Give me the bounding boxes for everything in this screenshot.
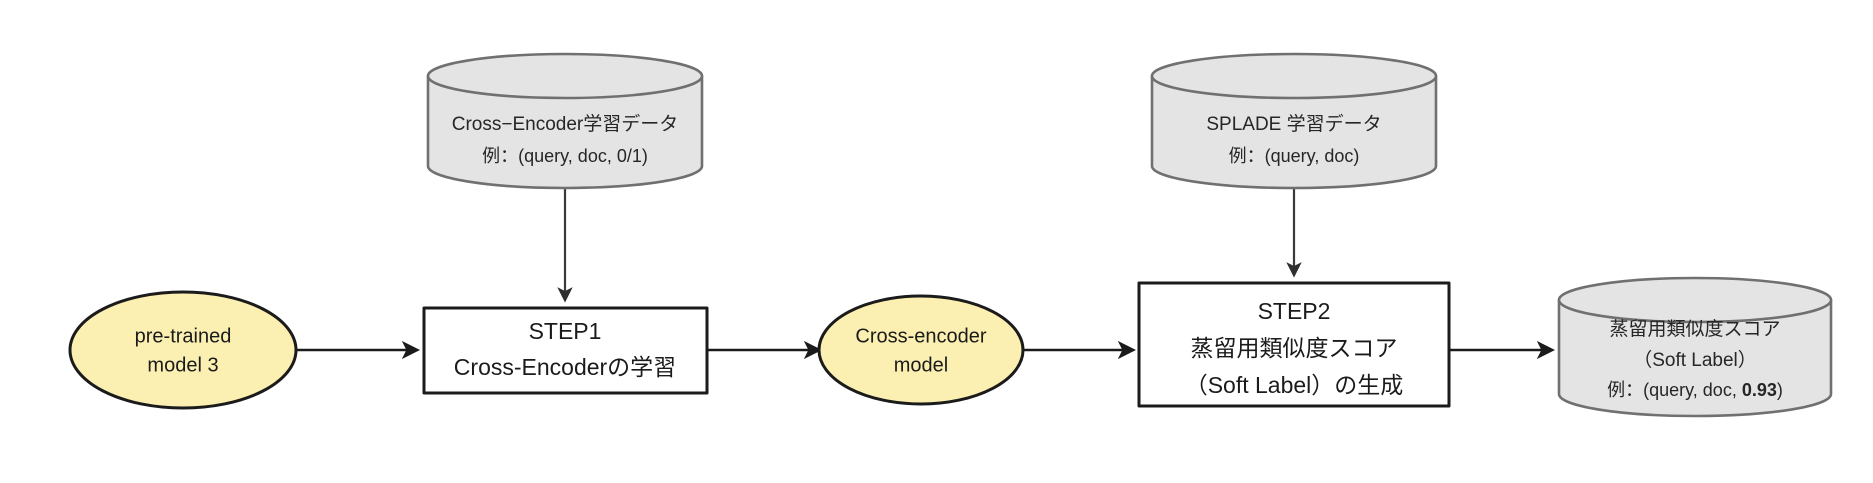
step1-box[interactable] (422, 306, 709, 395)
splade-data-label-line2: 例：(query, doc) (1229, 146, 1360, 166)
node-splade-training-data[interactable]: SPLADE 学習データ 例：(query, doc) (1150, 52, 1438, 190)
step2-box[interactable] (1137, 281, 1451, 408)
step2-label-line3: （Soft Label）の生成 (1185, 372, 1404, 398)
cross-encoder-model-ellipse[interactable] (817, 294, 1025, 406)
pretrained-model-label-line1: pre-trained (135, 325, 232, 347)
soft-label-example-suffix: ) (1777, 380, 1783, 400)
cross-encoder-data-label-line1: Cross−Encoder学習データ (452, 113, 678, 135)
cross-encoder-data-label-line2: 例：(query, doc, 0/1) (482, 146, 648, 166)
node-cross-encoder-model[interactable]: Cross-encoder model (817, 294, 1025, 406)
step2-label-line2: 蒸留用類似度スコア (1191, 335, 1398, 361)
soft-label-store-example: 例：(query, doc, 0.93) (1607, 380, 1783, 400)
soft-label-store-cylinder-top (1557, 276, 1833, 324)
soft-label-store-cylinder-body[interactable] (1557, 298, 1833, 418)
pretrained-model-ellipse[interactable] (68, 290, 298, 410)
cross-encoder-data-cylinder-body[interactable] (426, 74, 704, 190)
pretrained-model-label-line2: model 3 (147, 354, 218, 376)
step2-label-line1: STEP2 (1258, 298, 1331, 324)
cross-encoder-data-cylinder-top (426, 52, 704, 100)
splade-data-cylinder-top (1150, 52, 1438, 100)
splade-data-cylinder-body[interactable] (1150, 74, 1438, 190)
soft-label-store-label-line1: 蒸留用類似度スコア (1609, 318, 1780, 340)
soft-label-store-label-line2: （Soft Label） (1633, 349, 1757, 371)
splade-data-label-line1: SPLADE 学習データ (1206, 113, 1381, 135)
node-soft-label-store[interactable]: 蒸留用類似度スコア （Soft Label） 例：(query, doc, 0.… (1557, 276, 1833, 418)
node-pretrained-model[interactable]: pre-trained model 3 (68, 290, 298, 410)
cross-encoder-model-label-line1: Cross-encoder (855, 325, 987, 347)
node-cross-encoder-training-data[interactable]: Cross−Encoder学習データ 例：(query, doc, 0/1) (426, 52, 704, 190)
step1-label-line2: Cross-Encoderの学習 (454, 354, 676, 380)
node-step2[interactable]: STEP2 蒸留用類似度スコア （Soft Label）の生成 (1137, 281, 1451, 408)
soft-label-example-prefix: 例：(query, doc, (1607, 380, 1742, 400)
node-step1[interactable]: STEP1 Cross-Encoderの学習 (422, 306, 709, 395)
cross-encoder-model-label-line2: model (894, 354, 948, 376)
step1-label-line1: STEP1 (529, 318, 602, 344)
soft-label-example-value: 0.93 (1742, 380, 1777, 400)
